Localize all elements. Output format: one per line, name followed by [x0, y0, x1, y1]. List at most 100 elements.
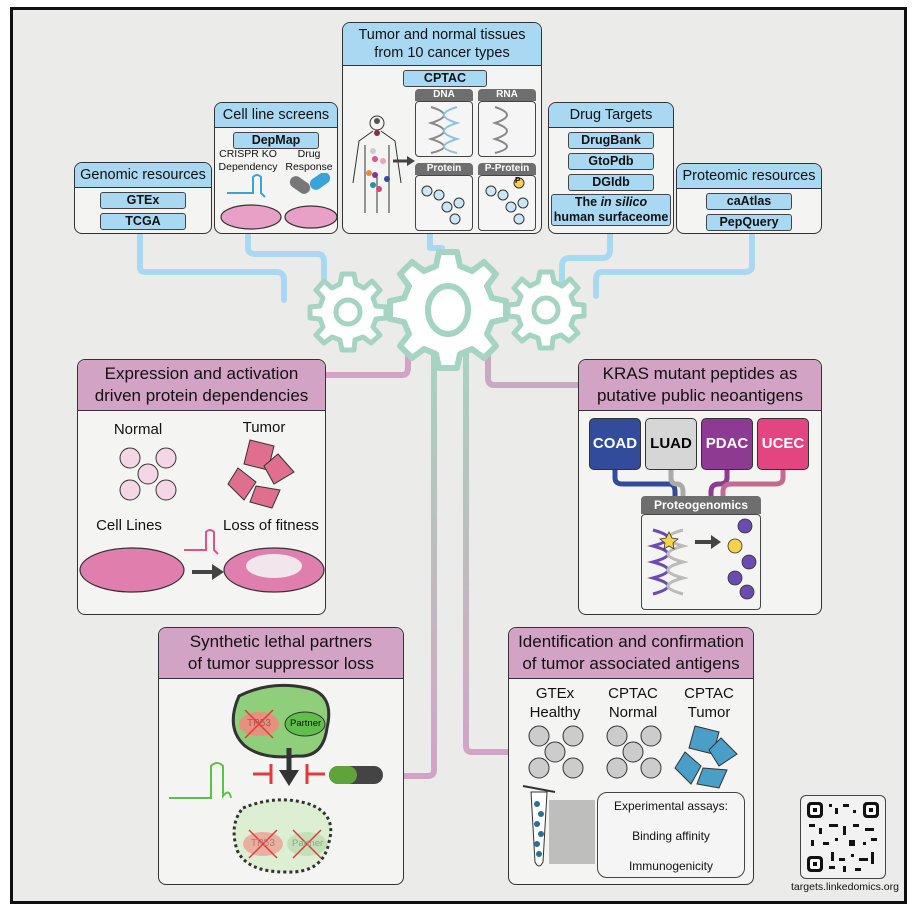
wire-cellline: [245, 229, 327, 303]
normal-cells-icon: [119, 447, 177, 501]
tcga-pill[interactable]: TCGA: [100, 213, 186, 230]
gtex-healthy-label: GTEx Healthy: [529, 685, 581, 721]
gtopdb-pill[interactable]: GtoPdb: [568, 153, 654, 170]
caatlas-pill[interactable]: caAtlas: [706, 193, 792, 210]
surfaceome-pill[interactable]: The in silico human surfaceome: [551, 194, 671, 226]
tumor-cell-icon: [231, 683, 331, 759]
wire-synthetic: [401, 337, 437, 779]
wire-proteomic: [593, 229, 755, 299]
protein-tab: Protein: [415, 163, 473, 175]
genomic-resources-box: Genomic resources GTEx TCGA: [74, 162, 212, 234]
cptac-pill[interactable]: CPTAC: [403, 70, 487, 87]
kras-header-line2: putative public neoantigens: [596, 386, 804, 405]
proteogenomics-panel: [641, 514, 761, 610]
drug-targets-header: Drug Targets: [549, 103, 673, 128]
drug-capsule-icon: [329, 766, 383, 784]
tissues-header: Tumor and normal tissues from 10 cancer …: [343, 23, 541, 66]
cell-line-screens-header: Cell line screens: [215, 103, 337, 128]
synthetic-illustrations: [169, 683, 383, 874]
assay-immunogenicity: Immunogenicity: [628, 859, 714, 873]
partner-gene-icon: [284, 711, 326, 737]
loss-of-fitness-label: Loss of fitness: [223, 517, 319, 534]
normal-label: Normal: [113, 421, 163, 438]
synthetic-header-line2: of tumor suppressor loss: [187, 654, 375, 673]
pepquery-pill[interactable]: PepQuery: [706, 214, 792, 231]
protein-chain-icon: [421, 185, 465, 225]
expression-header: Expression and activation driven protein…: [78, 360, 325, 411]
antigens-header-line1: Identification and confirmation: [518, 632, 744, 651]
tissues-header-line1: Tumor and normal tissues: [358, 27, 526, 43]
sgrna-icon: [227, 174, 266, 198]
expression-illustrations: [79, 439, 325, 593]
qr-code[interactable]: [800, 795, 886, 879]
synthetic-header: Synthetic lethal partners of tumor suppr…: [159, 628, 403, 679]
surfaceome-italic: in silico: [600, 195, 648, 209]
dna-helix-icon: [427, 106, 461, 154]
wire-expression: [323, 337, 411, 378]
dgidb-pill[interactable]: DGIdb: [568, 174, 654, 191]
tissues-box: Tumor and normal tissues from 10 cancer …: [342, 22, 542, 234]
depmap-pill[interactable]: DepMap: [233, 132, 319, 149]
tag-pdac[interactable]: PDAC: [701, 418, 753, 470]
p-protein-tab: P-Protein: [478, 163, 536, 175]
cell-line-screens-box: Cell line screens DepMap CRISPR KO Depen…: [214, 102, 338, 234]
cell-lines-label: Cell Lines: [96, 517, 162, 534]
qr-pattern-icon: [807, 802, 879, 872]
surfaceome-pre: The: [574, 195, 601, 209]
proteomic-resources-box: Proteomic resources caAtlas PepQuery: [676, 163, 822, 234]
antigens-illustrations: [522, 725, 738, 867]
tag-coad[interactable]: COAD: [589, 418, 641, 470]
tube-icon: [522, 785, 556, 867]
assays-title: Experimental assays:: [613, 799, 729, 813]
proteomic-resources-header: Proteomic resources: [677, 164, 821, 189]
antigens-header-line2: of tumor associated antigens: [522, 654, 740, 673]
cptac-normal-label: CPTAC Normal: [608, 685, 658, 721]
wire-drug: [559, 229, 613, 291]
tumor-label: Tumor: [242, 419, 286, 436]
assays-panel: Experimental assays: Binding affinity Im…: [597, 792, 745, 878]
screen-illustrations: [220, 173, 337, 230]
mutation-star-icon: [659, 531, 679, 550]
tp53-lost-label: TP53: [251, 838, 275, 849]
sgrna-pink-icon: [184, 529, 219, 555]
genomic-resources-header: Genomic resources: [75, 163, 211, 188]
wire-antigens: [463, 337, 513, 755]
phospho-marker: P: [515, 176, 521, 185]
phosphoprotein-chain-icon: [485, 177, 529, 225]
tag-ucec[interactable]: UCEC: [757, 418, 809, 470]
gtex-pill[interactable]: GTEx: [100, 192, 186, 209]
kras-header: KRAS mutant peptides as putative public …: [579, 360, 821, 411]
capsule-icon: [289, 173, 331, 194]
kras-illustrations: [612, 470, 786, 600]
url-label[interactable]: targets.linkedomics.org: [791, 881, 899, 893]
assay-binding-affinity: Binding affinity: [632, 829, 710, 843]
cell-line-dish-icon: [79, 547, 185, 593]
tag-luad[interactable]: LUAD: [645, 418, 697, 470]
crispr-label: CRISPR KO Dependency: [218, 148, 278, 173]
synthetic-lethal-box: Synthetic lethal partners of tumor suppr…: [158, 627, 404, 885]
antigens-header: Identification and confirmation of tumor…: [509, 628, 753, 679]
expression-header-line2: driven protein dependencies: [94, 386, 309, 405]
kras-neoantigens-box: KRAS mutant peptides as putative public …: [578, 359, 822, 615]
wire-kras: [485, 337, 581, 388]
wire-genomic: [137, 229, 287, 303]
omics-glyphs: [393, 106, 529, 225]
gear-left-icon: [310, 274, 386, 350]
normal-cells-icon: [606, 725, 662, 779]
healthy-cells-icon: [528, 725, 584, 779]
human-body-icon: [352, 115, 402, 213]
petri-dish-right-icon: [284, 205, 337, 229]
expression-header-line1: Expression and activation: [104, 364, 299, 383]
drug-response-label: Drug Response: [285, 148, 333, 173]
gear-right-icon: [508, 272, 584, 348]
tumor-cells-icon: [227, 439, 295, 509]
partner-lost-label: Partner: [292, 838, 324, 849]
cptac-tumor-label: CPTAC Tumor: [684, 685, 734, 721]
tumor-cells-blue-icon: [674, 725, 738, 789]
gear-center-icon: [390, 252, 506, 368]
proteogenomics-tab: Proteogenomics: [641, 496, 761, 514]
inhibit-right-icon: [305, 764, 325, 784]
drugbank-pill[interactable]: DrugBank: [568, 132, 654, 149]
petri-dish-left-icon: [220, 204, 282, 230]
